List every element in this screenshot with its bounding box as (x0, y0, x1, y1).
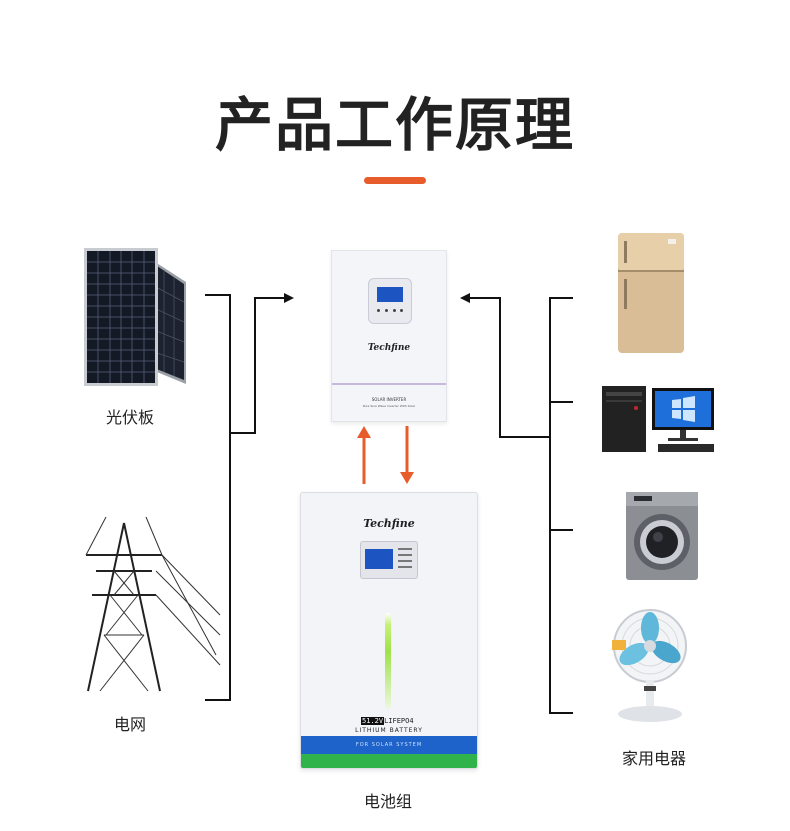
title-underline (364, 177, 426, 184)
inverter-lcd-screen (377, 287, 403, 302)
battery-blue-band: FOR SOLAR SYSTEM (301, 736, 477, 754)
source-to-inverter-line (230, 297, 285, 434)
power-tower-image (85, 516, 221, 692)
solar-inverter-image: Techfine SOLAR INVERTER Pure Sine Wave I… (331, 250, 447, 422)
computer-image (602, 386, 714, 452)
battery-display-panel (360, 541, 418, 579)
inverter-display-panel (368, 278, 412, 324)
washing-machine-image (626, 492, 698, 580)
battery-pack-image: Techfine 51.2VLIFEPO4 LITHIUM BATTERY FO… (300, 492, 478, 769)
inverter-to-appliance-line (468, 297, 550, 438)
battery-tagline: FOR SOLAR SYSTEM (355, 742, 423, 748)
battery-voltage: 51.2V (361, 717, 385, 725)
battery-green-band (301, 754, 477, 768)
battery-chemistry: LIFEPO4 (384, 717, 414, 725)
refrigerator-image (618, 233, 684, 353)
appliances-label: 家用电器 (621, 749, 686, 768)
battery-spec: 51.2VLIFEPO4 (361, 717, 417, 725)
grid-label: 电网 (113, 715, 146, 734)
solar-panel-label: 光伏板 (105, 408, 154, 427)
arrow-to-inverter-left (284, 293, 294, 303)
arrow-to-inverter-right (460, 293, 470, 303)
inverter-stripe (332, 383, 446, 385)
inverter-brand: Techfine (367, 343, 411, 353)
page-title: 产品工作原理 (214, 91, 575, 159)
inverter-model-line2: Pure Sine Wave Inverter With Solar (362, 404, 416, 408)
battery-label: 电池组 (363, 792, 412, 811)
electric-fan-image (612, 609, 687, 722)
battery-status-light (385, 613, 391, 709)
appliance-bus (549, 297, 573, 714)
battery-lcd-screen (365, 549, 393, 569)
battery-brand: Techfine (363, 517, 415, 530)
inverter-model-line1: SOLAR INVERTER (371, 397, 407, 402)
solar-connector (205, 294, 231, 701)
solar-panel-image (84, 248, 186, 386)
battery-type: LITHIUM BATTERY (355, 727, 423, 734)
